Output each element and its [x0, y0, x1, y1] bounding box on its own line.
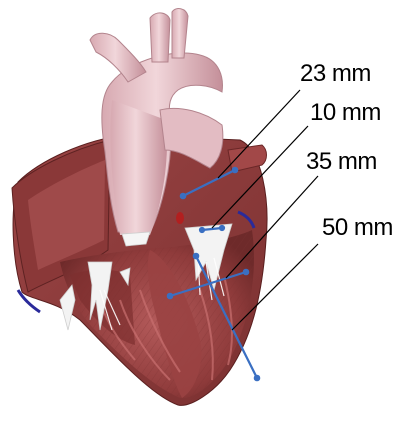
carotid-branch — [150, 13, 170, 62]
measurement-label-50mm: 50 mm — [322, 216, 393, 240]
measurement-label-23mm: 23 mm — [300, 62, 371, 86]
measurement-label-35mm: 35 mm — [306, 150, 377, 174]
aortic-valve-cusp — [122, 232, 150, 246]
measurement-label-10mm: 10 mm — [310, 101, 381, 125]
subclavian-branch — [172, 9, 188, 58]
coronary-vessel — [176, 212, 184, 224]
brachiocephalic-branch — [90, 33, 146, 82]
